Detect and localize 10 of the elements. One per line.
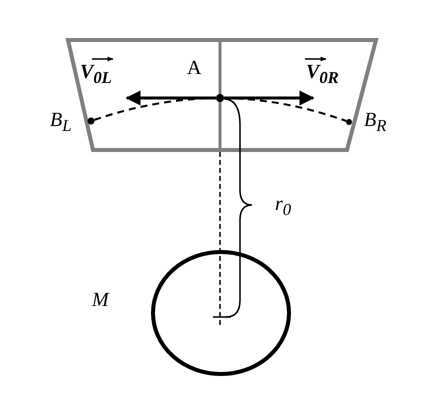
vector-label: V$_{0L}$: [80, 62, 112, 87]
point-label: B$_{R}$: [364, 110, 386, 135]
radius-label: r$_{0}$: [275, 194, 292, 219]
vector-label: V$_{0R}$: [306, 62, 339, 87]
point-dot: [216, 94, 224, 102]
point-dot: [346, 119, 352, 125]
point-label: A: [187, 58, 202, 78]
mass-label: M: [92, 290, 109, 310]
point-label: B$_{L}$: [50, 110, 72, 135]
point-dot: [88, 118, 94, 124]
